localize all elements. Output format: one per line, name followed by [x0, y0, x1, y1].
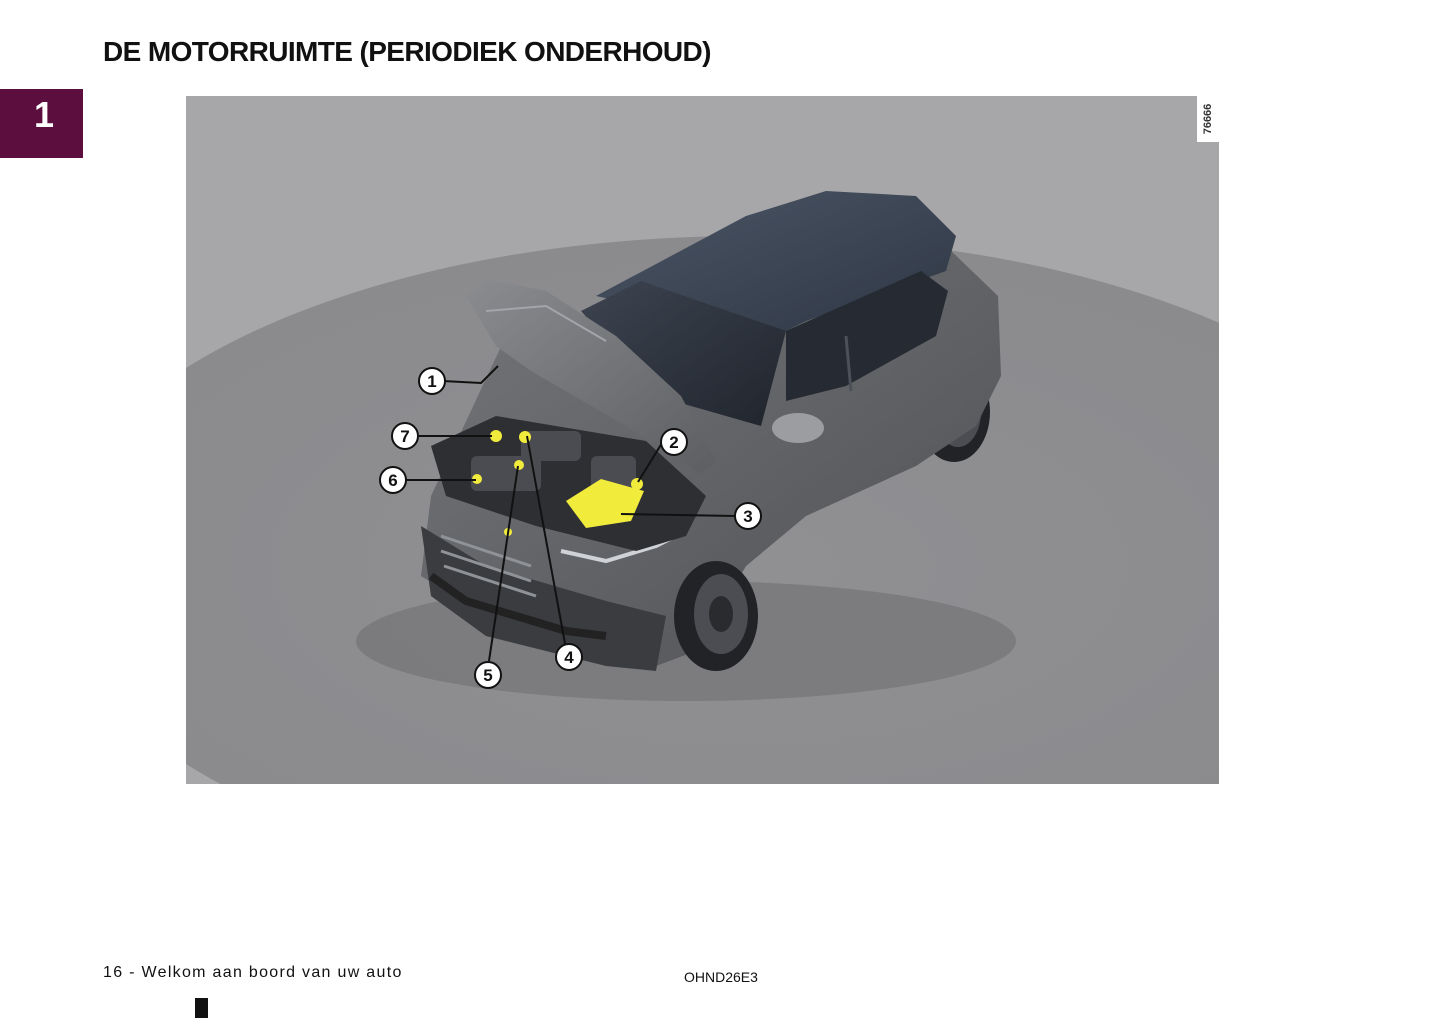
callout-1: 1	[418, 367, 446, 395]
engine-bay-illustration: 1 2 3 4 5 6 7	[186, 96, 1219, 784]
front-wheel	[674, 561, 758, 671]
leader-lines	[402, 365, 737, 662]
svg-text:5: 5	[483, 666, 492, 685]
page-title: DE MOTORRUIMTE (PERIODIEK ONDERHOUD)	[103, 36, 712, 67]
callout-4: 4	[555, 643, 583, 671]
callout-6: 6	[379, 466, 407, 494]
figure-reference-number: 76666	[1202, 103, 1214, 135]
callout-2: 2	[660, 428, 688, 456]
chapter-number: 1	[34, 94, 55, 135]
callout-3: 3	[734, 502, 762, 530]
callout-7: 7	[391, 422, 419, 450]
highlighted-components	[472, 430, 644, 536]
chapter-tab: 1	[0, 89, 83, 158]
figure-reference: 76666	[1197, 96, 1219, 142]
car-illustration: 1 2 3 4 5 6 7	[186, 96, 1219, 784]
callout-5: 5	[474, 661, 502, 689]
footer-marker	[195, 998, 208, 1018]
svg-text:2: 2	[669, 433, 678, 452]
svg-text:6: 6	[388, 471, 397, 490]
footer-page-label: 16 - Welkom aan boord van uw auto	[103, 964, 403, 981]
svg-text:3: 3	[743, 507, 752, 526]
footer-doc-code: OHND26E3	[684, 969, 758, 985]
svg-text:1: 1	[427, 372, 436, 391]
svg-text:7: 7	[400, 427, 409, 446]
svg-text:4: 4	[564, 648, 574, 667]
